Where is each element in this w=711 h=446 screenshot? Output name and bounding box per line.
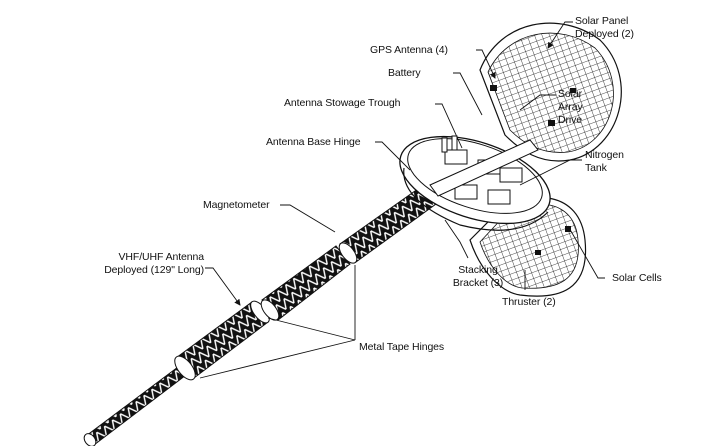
label-stacking-bracket: Stacking Bracket (3)	[452, 264, 504, 289]
label-antenna-stowage-trough: Antenna Stowage Trough	[284, 97, 401, 109]
label-battery: Battery	[388, 67, 421, 79]
label-magnetometer: Magnetometer	[203, 199, 270, 211]
label-nitrogen-tank: Nitrogen Tank	[585, 149, 624, 174]
label-solar-cells: Solar Cells	[612, 272, 662, 284]
label-vhf-uhf-antenna: VHF/UHF Antenna Deployed (129" Long)	[104, 251, 204, 276]
label-solar-panel-deployed: Solar Panel Deployed (2)	[575, 15, 634, 40]
label-metal-tape-hinges: Metal Tape Hinges	[359, 341, 445, 353]
label-thruster: Thruster (2)	[502, 296, 556, 308]
label-antenna-base-hinge: Antenna Base Hinge	[266, 136, 361, 148]
leader-lines	[199, 21, 605, 379]
solar-panel-upper	[479, 22, 622, 162]
label-gps-antenna: GPS Antenna (4)	[370, 44, 448, 56]
satellite-body	[399, 135, 551, 231]
label-solar-array-drive: Solar Array Drive	[558, 88, 583, 126]
vhf-uhf-antenna-boom	[83, 185, 437, 446]
